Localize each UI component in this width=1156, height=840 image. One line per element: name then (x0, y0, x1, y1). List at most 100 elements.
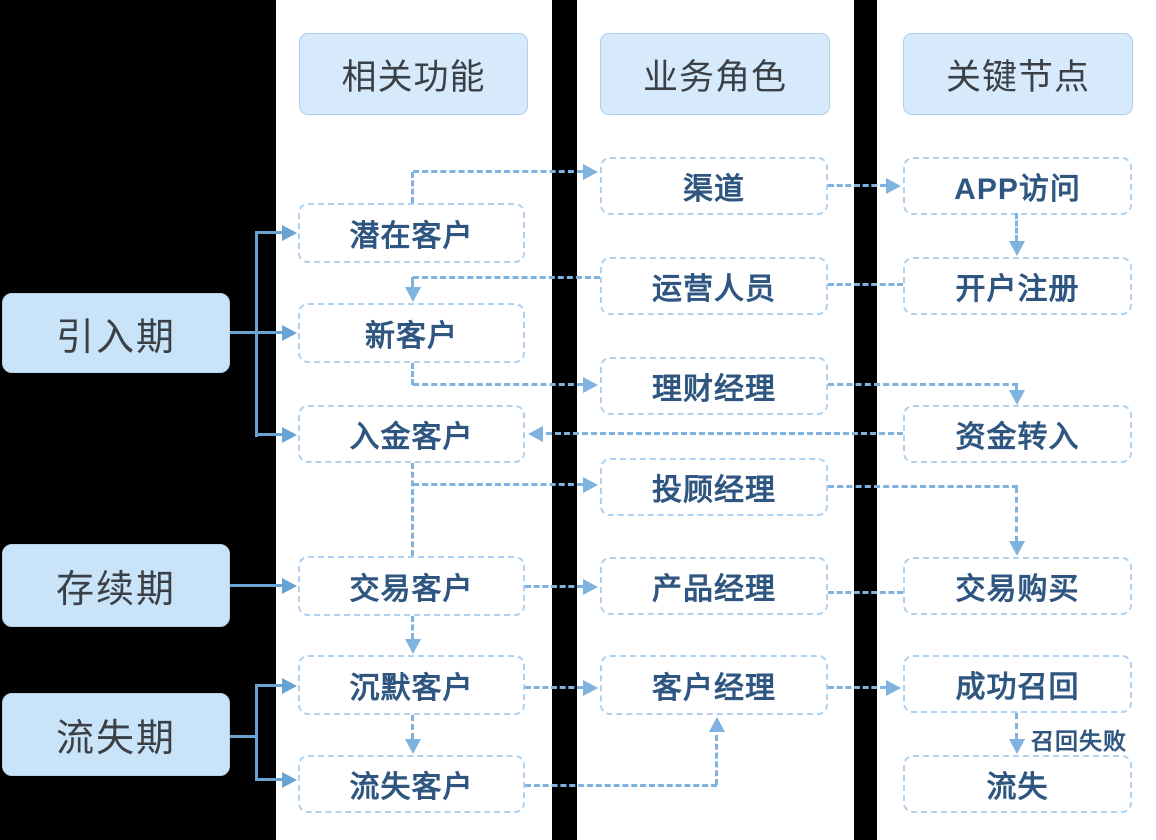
line-retention-to-trading (230, 584, 283, 587)
box-churned-customers-label: 流失客户 (349, 771, 474, 804)
box-dormant-customers: 沉默客户 (298, 655, 525, 715)
recall-failed-label: 召回失败 (1031, 728, 1127, 754)
box-potential-customers: 潜在客户 (298, 203, 525, 263)
stage-introduction-label: 引入期 (55, 316, 176, 359)
box-channel-label: 渠道 (683, 173, 745, 206)
arrowhead-to-new-customers-top (405, 287, 421, 302)
arrowhead-to-trading-customers (282, 578, 297, 594)
arrowhead-to-successful-recall (886, 680, 901, 696)
line-introduction-branch (255, 231, 258, 437)
line-introduction-to-funded (256, 433, 283, 436)
arrowhead-to-funded-customers (282, 427, 297, 443)
line-trading-to-dormant (411, 616, 414, 639)
box-trade-purchase-label: 交易购买 (955, 573, 1080, 606)
box-churned-customers: 流失客户 (298, 755, 525, 813)
arrowhead-to-dormant-customers (282, 678, 297, 694)
line-registration-to-operations (828, 283, 903, 286)
stage-introduction: 引入期 (2, 293, 230, 373)
arrowhead-to-advisory-manager (583, 477, 598, 493)
line-channel-to-appvisit (828, 184, 886, 187)
arrowhead-to-account-manager-bottom (709, 717, 725, 732)
line-trading-to-product (525, 585, 583, 588)
arrowhead-to-new-customers (282, 325, 297, 341)
box-successful-recall: 成功召回 (903, 655, 1132, 713)
box-product-manager: 产品经理 (600, 557, 828, 615)
line-new-to-wealth-drop (411, 363, 414, 385)
line-churnstage-branch (255, 684, 258, 781)
box-channel: 渠道 (600, 157, 828, 215)
box-successful-recall-label: 成功召回 (955, 671, 1080, 704)
line-churned-to-account-riser (715, 735, 718, 785)
box-advisory-manager: 投顾经理 (600, 458, 828, 516)
box-account-registration: 开户注册 (903, 257, 1132, 315)
box-trading-customers-label: 交易客户 (349, 573, 474, 606)
box-account-manager-label: 客户经理 (652, 672, 776, 705)
arrowhead-to-churned-top (405, 739, 421, 754)
line-churnstage-to-dormant (256, 684, 283, 687)
line-dormant-to-churned (411, 715, 414, 739)
header-business-roles-label: 业务角色 (642, 57, 787, 97)
box-operations-staff: 运营人员 (600, 257, 828, 315)
box-advisory-manager-label: 投顾经理 (652, 474, 776, 507)
line-new-to-wealth (413, 383, 583, 386)
box-account-manager: 客户经理 (600, 655, 828, 715)
box-operations-staff-label: 运营人员 (652, 273, 776, 306)
line-churnstage-stub (230, 735, 257, 738)
arrowhead-to-appvisit (886, 178, 901, 194)
stage-retention-label: 存续期 (55, 569, 176, 611)
arrowhead-to-registration (1009, 241, 1025, 256)
arrowhead-to-churn (1009, 739, 1025, 754)
box-trade-purchase: 交易购买 (903, 557, 1132, 615)
arrowhead-to-account-manager (583, 680, 598, 696)
box-churn: 流失 (903, 755, 1132, 813)
line-advisory-to-purchase-drop (1015, 487, 1018, 542)
arrowhead-to-product-manager (583, 579, 598, 595)
line-operations-to-new (413, 276, 600, 279)
box-app-visit-label: APP访问 (954, 173, 1081, 206)
stage-churn: 流失期 (2, 693, 230, 776)
line-churned-to-account (525, 784, 717, 787)
line-funded-to-trading (411, 463, 414, 556)
box-wealth-manager: 理财经理 (600, 357, 828, 415)
line-account-to-recall (828, 686, 886, 689)
line-product-to-purchase (828, 591, 903, 594)
line-introduction-to-potential (256, 231, 283, 234)
box-funded-customers-label: 入金客户 (349, 421, 474, 454)
line-wealth-to-fundtransfer-drop (1015, 385, 1018, 392)
header-related-functions: 相关功能 (299, 33, 528, 115)
box-new-customers-label: 新客户 (365, 320, 458, 353)
line-churnstage-to-churned (256, 778, 283, 781)
line-advisory-to-purchase (828, 485, 1018, 488)
box-dormant-customers-label: 沉默客户 (349, 672, 474, 705)
box-churn-label: 流失 (986, 771, 1049, 804)
line-recall-to-churn (1015, 713, 1018, 739)
header-related-functions-label: 相关功能 (341, 57, 486, 97)
arrowhead-to-wealth-manager (583, 377, 598, 393)
arrowhead-to-dormant-top (405, 639, 421, 654)
box-account-registration-label: 开户注册 (955, 273, 1080, 306)
box-trading-customers: 交易客户 (298, 556, 525, 616)
line-fundtransfer-to-funded (546, 432, 903, 435)
stage-retention: 存续期 (2, 544, 230, 627)
line-potential-to-channel (413, 170, 583, 173)
arrowhead-to-fundtransfer (1009, 390, 1025, 405)
arrowhead-to-trade-purchase (1009, 541, 1025, 556)
stage-churn-label: 流失期 (55, 718, 176, 760)
line-funded-to-advisory (413, 483, 583, 486)
box-wealth-manager-label: 理财经理 (652, 373, 776, 406)
line-appvisit-to-registration (1015, 213, 1018, 241)
box-new-customers: 新客户 (298, 303, 525, 363)
header-business-roles: 业务角色 (600, 33, 830, 115)
box-fund-transfer-in-label: 资金转入 (955, 421, 1080, 454)
header-key-nodes: 关键节点 (903, 33, 1133, 115)
arrowhead-to-funded-customers-right (528, 426, 543, 442)
arrowhead-to-churned-customers (282, 772, 297, 788)
header-key-nodes-label: 关键节点 (945, 57, 1090, 97)
line-dormant-to-account (525, 686, 583, 689)
arrowhead-to-potential-customers (282, 225, 297, 241)
line-operations-to-new-drop (411, 277, 414, 288)
box-funded-customers: 入金客户 (298, 405, 525, 463)
arrowhead-to-channel (583, 164, 598, 180)
box-app-visit: APP访问 (903, 157, 1132, 215)
